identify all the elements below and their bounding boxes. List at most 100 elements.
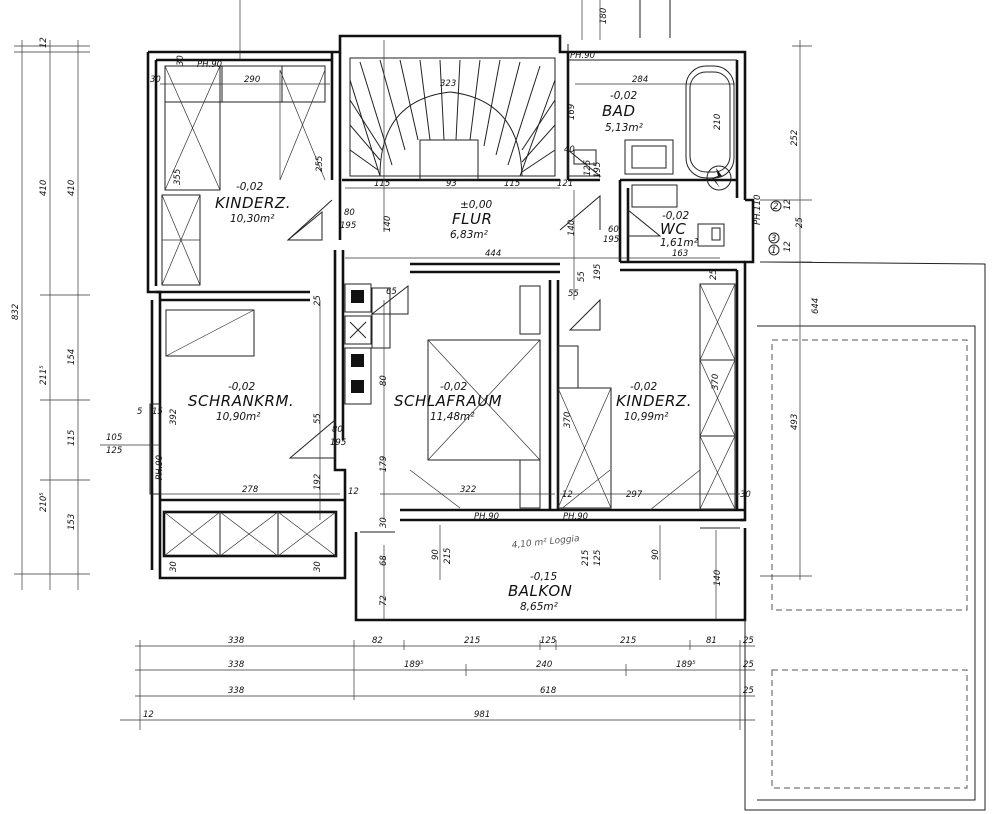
schr-55: 55 [313, 413, 323, 424]
schrankrm-furniture [149, 309, 338, 558]
schr-125: 125 [106, 446, 122, 456]
bal-215b: 215 [581, 550, 591, 566]
dim-b3-2: 25 [743, 686, 754, 696]
flur-area: 6,83m² [450, 229, 489, 241]
kinderz2-furniture [557, 283, 736, 511]
kinderz2-name: KINDERZ. [616, 392, 692, 410]
ph90-e: PH.90 [155, 455, 165, 480]
dim-b1-3: 125 [540, 636, 556, 646]
stair-115: 115 [374, 179, 390, 189]
bal-90b: 90 [651, 549, 661, 560]
dim-r-2: 12 [783, 241, 793, 252]
k2-370: 370 [563, 412, 573, 428]
schr-392: 392 [169, 409, 179, 425]
dim-b1-5: 81 [706, 636, 717, 646]
wc-furniture [627, 184, 725, 247]
sch-179: 179 [379, 456, 389, 472]
sch-25: 25 [313, 295, 323, 306]
dim-r-4: 644 [811, 298, 821, 314]
interior-dimension-text: PH.90 PH.90 PH.90 PH.90 PH.90 PH.110 323… [106, 8, 782, 606]
bal-90: 90 [431, 549, 441, 560]
dim-la-1: 410 [39, 180, 49, 196]
kinderz1-level: -0,02 [236, 181, 263, 193]
bad-level: -0,02 [610, 90, 637, 102]
terrace-outline [744, 261, 986, 811]
bottom-dimension-text: 338 82 215 125 215 81 25 338 189⁵ 240 18… [143, 636, 754, 720]
dim-r-0: 252 [790, 130, 800, 146]
flur-195b: 195 [603, 235, 619, 245]
schrankrm-name: SCHRANKRM. [188, 392, 294, 410]
sch-65: 65 [386, 287, 397, 297]
dim-b1-1: 82 [372, 636, 383, 646]
kinderz2-area: 10,99m² [624, 411, 669, 423]
dim-b1-0: 338 [228, 636, 245, 646]
schr-105: 105 [106, 433, 122, 443]
bad-name: BAD [602, 102, 636, 120]
bal-125: 125 [593, 550, 603, 566]
k2-195: 195 [593, 264, 603, 280]
ph90-b: PH.90 [570, 51, 595, 61]
bad-169: 169 [567, 104, 577, 120]
k2-370b: 370 [711, 374, 721, 390]
ph110: PH.110 [753, 195, 763, 225]
flur-140: 140 [383, 216, 393, 232]
flur-163: 163 [672, 249, 688, 259]
bad-40: 40 [564, 145, 575, 155]
balkon-area: 8,65m² [520, 601, 559, 613]
dim-r-1: 12 [783, 199, 793, 210]
staircase [349, 57, 556, 181]
dim-la-3: 210⁵ [39, 492, 49, 512]
wc-area: 1,61m² [660, 237, 699, 249]
sch-12: 12 [348, 487, 359, 497]
k1-255: 255 [315, 156, 325, 172]
k1-355: 355 [173, 169, 183, 185]
flur-60: 60 [608, 225, 619, 235]
dim-b4-0: 12 [143, 710, 154, 720]
k2-55: 55 [577, 271, 587, 282]
dim-r-3: 25 [795, 217, 805, 228]
interior-walls [156, 52, 745, 522]
kinderz1-name: KINDERZ. [215, 194, 291, 212]
schr-195: 195 [330, 438, 346, 448]
k1-290: 290 [244, 75, 260, 85]
bal-68: 68 [379, 555, 389, 566]
balkon-level: -0,15 [530, 571, 557, 583]
flur-195: 195 [340, 221, 356, 231]
schlafraum-area: 11,48m² [430, 411, 475, 423]
k1-30b: 30 [176, 55, 186, 66]
k1-30: 30 [150, 75, 161, 85]
dim-b3-0: 338 [228, 686, 245, 696]
bad-area: 5,13m² [605, 122, 644, 134]
wc-level: -0,02 [662, 210, 689, 222]
dim-b1-4: 215 [620, 636, 636, 646]
dim-lb-0: 410 [67, 180, 77, 196]
room-labels: -0,02 KINDERZ. 10,30m² ±0,00 FLUR 6,83m²… [188, 90, 699, 613]
bad-125: 125 [583, 160, 593, 176]
dim-b2-4: 25 [743, 660, 754, 670]
circle-marker-3: 1 [771, 246, 776, 256]
schr-5: 5 [137, 407, 142, 417]
schr-278: 278 [242, 485, 259, 495]
flur-80: 80 [344, 208, 355, 218]
circled-markers: 2 3 1 [768, 200, 782, 256]
bal-140: 140 [713, 570, 723, 586]
sch-80: 80 [379, 375, 389, 386]
bal-215: 215 [443, 548, 453, 564]
handwritten-note: 4,10 m² Loggia [511, 534, 580, 551]
schr-30b: 30 [313, 561, 323, 572]
dim-lb-2: 115 [67, 430, 77, 446]
bal-30: 30 [379, 517, 389, 528]
dim-b1-6: 25 [743, 636, 754, 646]
balkon-outline [354, 527, 747, 622]
flur-level: ±0,00 [460, 199, 492, 211]
schrankrm-level: -0,02 [228, 381, 255, 393]
dim-b2-3: 189⁵ [676, 660, 696, 670]
sch-55: 55 [568, 289, 579, 299]
dim-r-5: 493 [790, 414, 800, 430]
dim-b4-1: 981 [474, 710, 490, 720]
bad-210: 210 [713, 114, 723, 130]
balkon-name: BALKON [508, 582, 572, 600]
stair-93: 93 [446, 179, 457, 189]
k2-30: 30 [740, 490, 751, 500]
